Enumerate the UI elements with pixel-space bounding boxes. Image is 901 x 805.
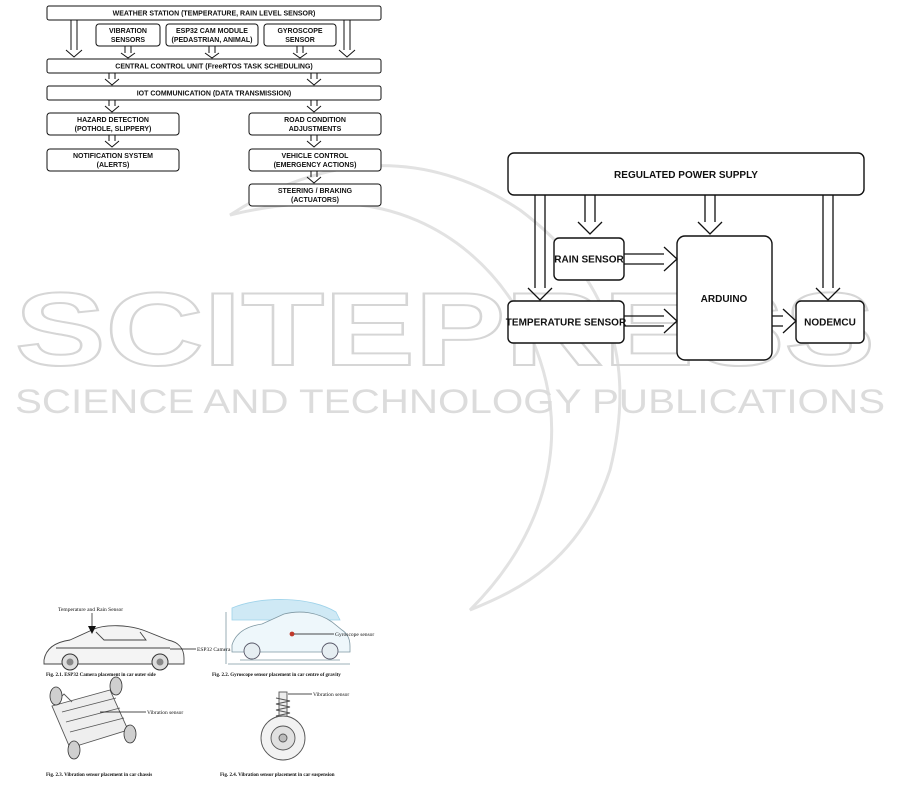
- central-control-unit-box: [46, 58, 382, 74]
- vibration-sensors-line1: VIBRATION: [109, 28, 147, 35]
- esp32-cam-line2: (PEDASTRIAN, ANIMAL): [171, 37, 252, 44]
- gyroscope-line1: GYROSCOPE: [277, 28, 322, 35]
- road-condition-box: [248, 112, 382, 136]
- fig2-label-gyro: Gyroscope sensor: [335, 632, 374, 638]
- hazard-detection-line1: HAZARD DETECTION: [77, 117, 149, 124]
- power-supply-label: REGULATED POWER SUPPLY: [614, 170, 758, 181]
- nodemcu-box: [795, 300, 865, 344]
- car-wheel: [321, 642, 339, 660]
- fig1-label-esp32: ESP32 Camera: [197, 647, 231, 653]
- vehicle-control-line1: VEHICLE CONTROL: [282, 153, 350, 160]
- road-condition-line2: ADJUSTMENTS: [289, 126, 342, 133]
- vehicle-control-line2: (EMERGENCY ACTIONS): [274, 162, 357, 169]
- steering-braking-line1: STEERING / BRAKING: [278, 188, 353, 195]
- steering-braking-box: [248, 183, 382, 207]
- esp32-cam-line1: ESP32 CAM MODULE: [176, 28, 248, 35]
- car-wheel: [243, 642, 261, 660]
- weather-station-box: [46, 5, 382, 21]
- weather-station-label: WEATHER STATION (TEMPERATURE, RAIN LEVEL…: [113, 11, 316, 18]
- figure-2-4: Vibration sensor Fig. 2.4. Vibration sen…: [220, 691, 349, 778]
- road-condition-line1: ROAD CONDITION: [284, 117, 346, 124]
- notification-system-line2: (ALERTS): [97, 162, 130, 169]
- notification-system-box: [46, 148, 180, 172]
- watermark: SCITEPRESS SCIENCE AND TECHNOLOGY PUBLIC…: [14, 164, 885, 612]
- fig4-label-vibration: Vibration sensor: [313, 692, 349, 698]
- hazard-detection-line2: (POTHOLE, SLIPPERY): [75, 126, 152, 133]
- car-side-illustration: [43, 625, 185, 665]
- figure-2-3: Vibration sensor Fig. 2.3. Vibration sen…: [46, 676, 183, 778]
- nodemcu-label: NODEMCU: [804, 318, 856, 329]
- chassis-wheel: [49, 686, 63, 706]
- gyroscope-line2: SENSOR: [285, 37, 315, 44]
- watermark-sub: SCIENCE AND TECHNOLOGY PUBLICATIONS: [15, 383, 885, 421]
- temperature-sensor-label: TEMPERATURE SENSOR: [506, 318, 627, 329]
- vibration-sensors-box: [95, 23, 161, 47]
- fig2-caption: Fig. 2.2. Gyroscope sensor placement in …: [212, 673, 341, 678]
- fig1-caption: Fig. 2.1. ESP32 Camera placement in car …: [46, 673, 156, 678]
- fig1-label-temp-rain: Temperature and Rain Sensor: [58, 607, 123, 613]
- chassis-wheel: [123, 724, 137, 744]
- rain-sensor-label: RAIN SENSOR: [554, 255, 624, 266]
- car-hub: [66, 658, 74, 666]
- esp32-cam-box: [165, 23, 259, 47]
- arduino-label: ARDUINO: [701, 294, 748, 305]
- fig4-caption: Fig. 2.4. Vibration sensor placement in …: [220, 773, 335, 778]
- flowchart: WEATHER STATION (TEMPERATURE, RAIN LEVEL…: [46, 5, 382, 207]
- figure-2-1: Temperature and Rain Sensor ESP32 Camera…: [43, 607, 231, 678]
- fig3-caption: Fig. 2.3. Vibration sensor placement in …: [46, 773, 152, 778]
- steering-braking-line2: (ACTUATORS): [291, 197, 339, 204]
- chassis-illustration: [51, 689, 129, 749]
- vehicle-control-box: [248, 148, 382, 172]
- block-diagram: REGULATED POWER SUPPLY RAIN SENSOR TEMPE…: [506, 152, 865, 361]
- arduino-box: [676, 235, 773, 361]
- notification-system-line1: NOTIFICATION SYSTEM: [73, 153, 153, 160]
- iot-communication-box: [46, 85, 382, 101]
- temperature-sensor-box: [507, 300, 625, 344]
- iot-communication-label: IOT COMMUNICATION (DATA TRANSMISSION): [137, 91, 292, 98]
- figure-2-2: Gyroscope sensor Fig. 2.2. Gyroscope sen…: [212, 599, 374, 678]
- suspension-illustration: [260, 691, 306, 761]
- chassis-wheel: [67, 740, 81, 760]
- chassis-wheel: [109, 676, 123, 696]
- power-supply-box: [507, 152, 865, 196]
- watermark-swoosh: [229, 164, 622, 612]
- rain-sensor-box: [553, 237, 625, 281]
- car-hub: [156, 658, 164, 666]
- fig3-label-vibration: Vibration sensor: [147, 710, 183, 716]
- hazard-detection-box: [46, 112, 180, 136]
- gyroscope-box: [263, 23, 337, 47]
- vibration-sensors-line2: SENSORS: [111, 37, 146, 44]
- gyro-point: [289, 631, 295, 637]
- central-control-unit-label: CENTRAL CONTROL UNIT (FreeRTOS TASK SCHE…: [115, 64, 312, 71]
